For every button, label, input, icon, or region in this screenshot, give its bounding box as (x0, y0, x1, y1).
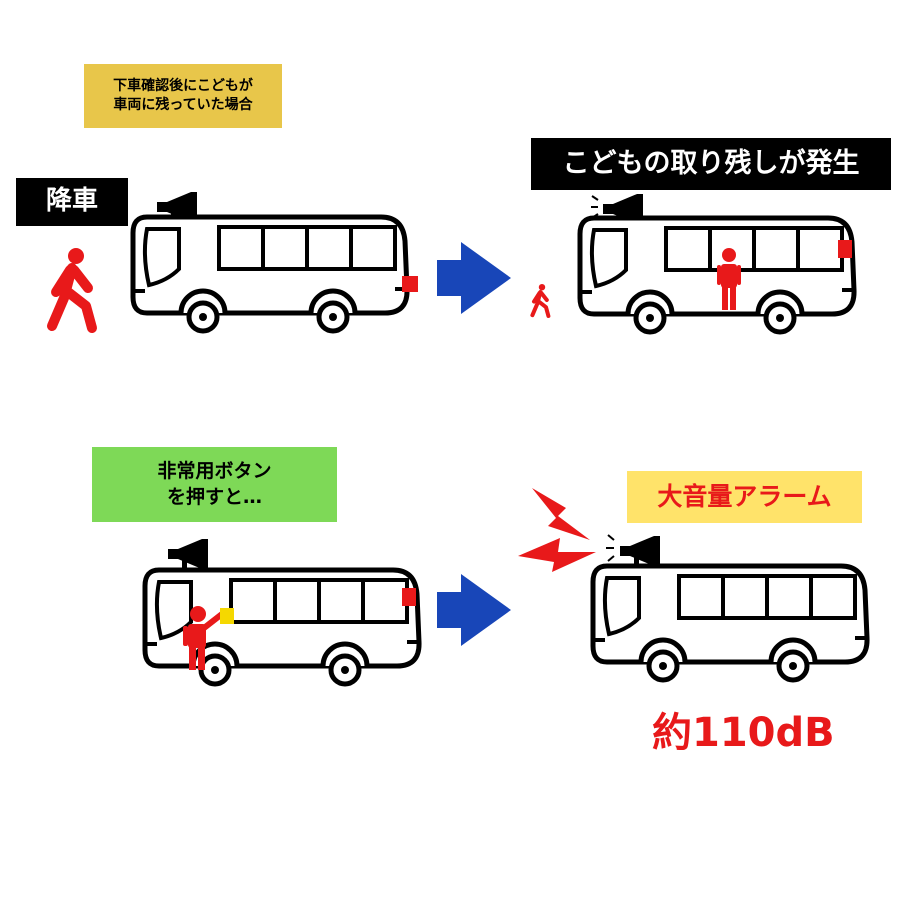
walking-child-icon (52, 248, 92, 328)
red-marker (838, 240, 852, 258)
arrow-icon (437, 242, 511, 314)
label-leftbehind: こどもの取り残しが発生 (531, 138, 891, 190)
bus-icon (133, 217, 407, 331)
emergency-button (220, 608, 234, 624)
walking-child-icon (532, 284, 548, 316)
pressing-child-icon (183, 606, 225, 670)
arrow-icon (437, 574, 511, 646)
note-button: 非常用ボタン を押すと… (92, 447, 337, 522)
lightning-icon (518, 488, 596, 572)
note-top: 下車確認後にこどもが 車両に残っていた場合 (84, 64, 282, 128)
volume-label: 約110dB (652, 710, 835, 756)
red-marker (402, 276, 418, 292)
red-marker (402, 588, 416, 606)
label-alarm: 大音量アラーム (627, 471, 862, 523)
megaphone-icon (168, 539, 208, 569)
bus-icon (593, 566, 867, 680)
megaphone-icon (606, 534, 660, 566)
label-getoff: 降車 (16, 178, 128, 226)
